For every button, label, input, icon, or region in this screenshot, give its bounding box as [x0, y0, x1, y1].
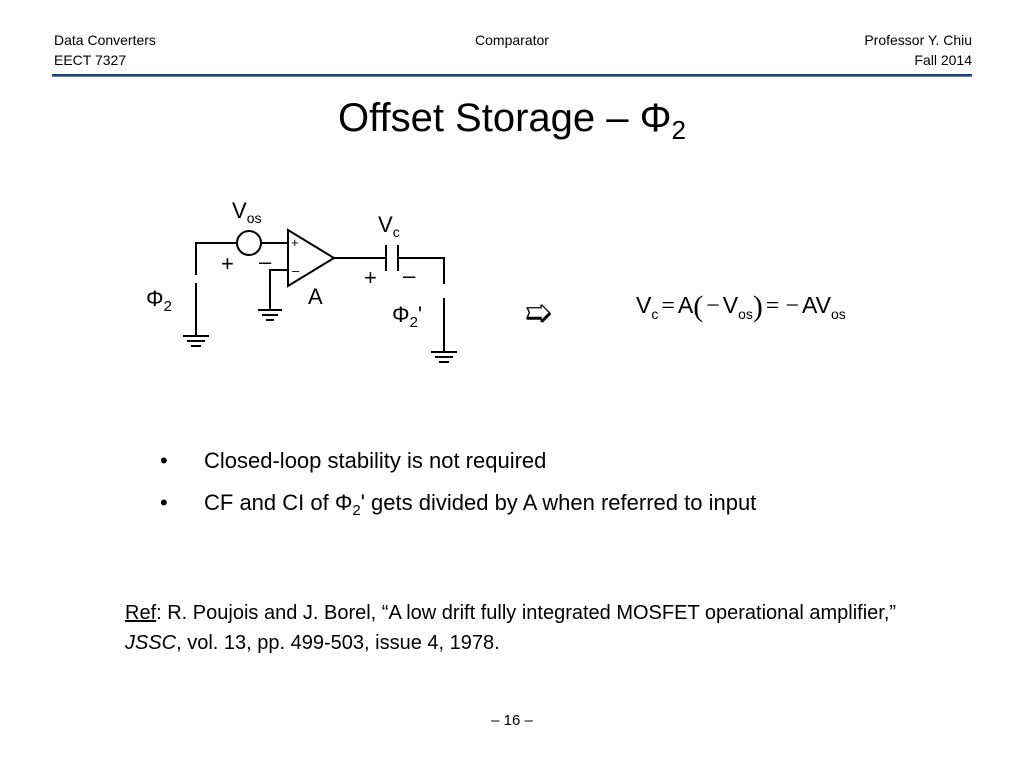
- amp-gain-label: A: [308, 284, 323, 309]
- reference-label: Ref: [125, 602, 157, 624]
- amp-plus-label: +: [291, 235, 299, 250]
- slide-title-main: Offset Storage – Φ: [337, 96, 672, 140]
- header-topic: Comparator: [475, 32, 549, 48]
- phi2-prime-label: Φ2': [392, 302, 422, 331]
- amplifier-triangle: [287, 228, 336, 288]
- bullet-marker: •: [160, 490, 168, 515]
- reference-journal: JSSC: [125, 632, 177, 654]
- header-divider: [52, 74, 972, 77]
- vos-minus-sign: –: [259, 249, 272, 274]
- vos-label: Vos: [232, 198, 261, 226]
- cap-plus-sign: +: [364, 265, 377, 290]
- vos-source: [236, 230, 262, 256]
- reference: Ref: R. Poujois and J. Borel, “A low dri…: [125, 602, 897, 654]
- offset-equation: Vc=A(−Vos)=−AVos: [636, 290, 846, 323]
- cap-minus-sign: –: [403, 263, 416, 288]
- bullet-text: CF and CI of Φ2' gets divided by A when …: [204, 490, 757, 519]
- page-number: – 16 –: [491, 712, 533, 729]
- phi2-label: Φ2: [146, 286, 172, 315]
- slide-title-sub: 2: [671, 115, 687, 145]
- bullet-text: Closed-loop stability is not required: [204, 448, 547, 473]
- bullet-marker: •: [160, 448, 168, 473]
- course-code: EECT 7327: [54, 52, 127, 68]
- header-left: Data Converters EECT 7327: [54, 30, 156, 70]
- implies-arrow-icon: ➯: [524, 294, 553, 332]
- vos-plus-sign: +: [221, 251, 234, 276]
- vc-label: Vc: [378, 212, 400, 240]
- header-right: Professor Y. Chiu Fall 2014: [864, 30, 972, 70]
- course-name: Data Converters: [54, 32, 156, 48]
- amp-minus-label: –: [292, 263, 300, 278]
- slide-title: Offset Storage – Φ2: [0, 92, 1024, 144]
- term: Fall 2014: [914, 52, 972, 68]
- instructor-name: Professor Y. Chiu: [864, 32, 972, 48]
